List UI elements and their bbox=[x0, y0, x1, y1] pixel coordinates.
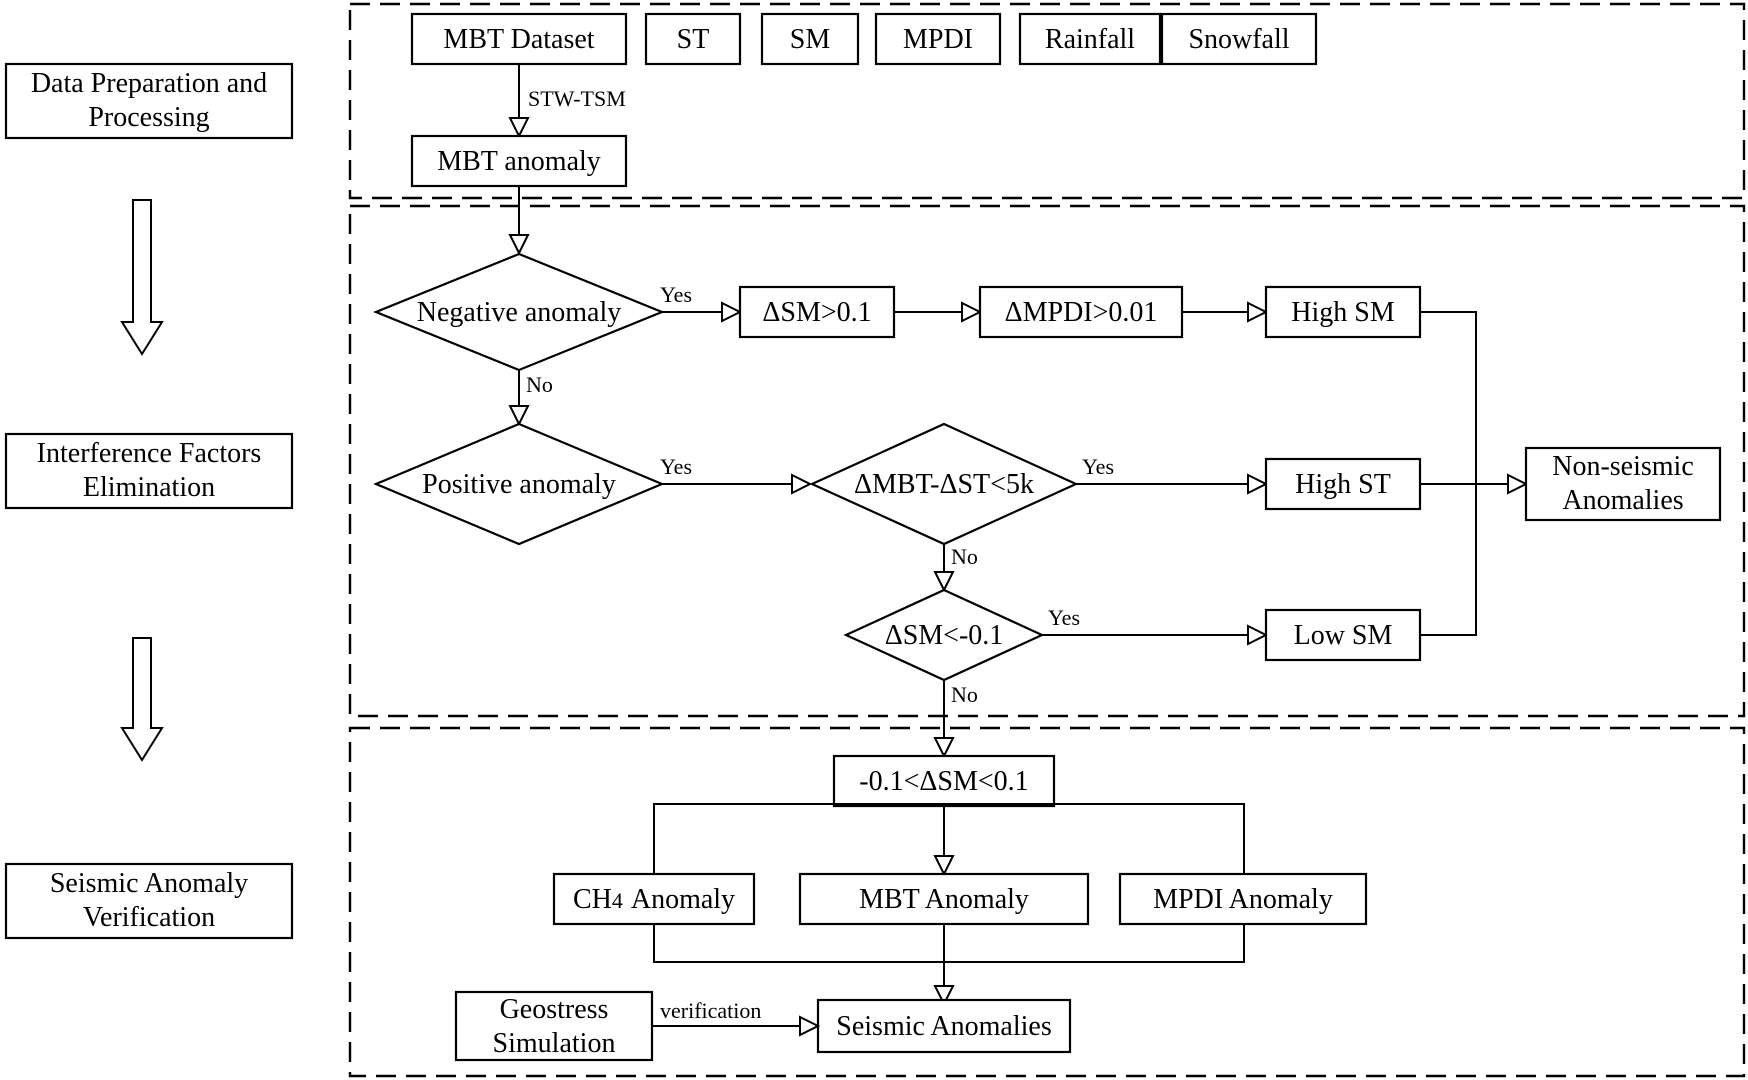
decision-mbt-st: ΔMBT-ΔST<5k bbox=[809, 422, 1079, 546]
panel-data-preparation bbox=[348, 2, 1746, 200]
edge-collector bbox=[1420, 311, 1477, 636]
arrowhead bbox=[933, 855, 955, 877]
input-mbt-dataset-label: MBT Dataset bbox=[443, 24, 594, 55]
arrowhead bbox=[933, 985, 955, 1007]
input-sm: SM bbox=[760, 12, 860, 66]
decision-positive-anomaly: Positive anomaly bbox=[373, 422, 665, 546]
source-mbt-anomaly-label: MBT Anomaly bbox=[859, 884, 1029, 915]
input-mpdi: MPDI bbox=[874, 12, 1002, 66]
arrowhead bbox=[1247, 624, 1269, 646]
source-mbt-anomaly: MBT Anomaly bbox=[798, 872, 1090, 926]
input-sm-label: SM bbox=[790, 24, 831, 55]
condition-sm-gt-label: ΔSM>0.1 bbox=[762, 297, 871, 328]
result-seismic-anomalies: Seismic Anomalies bbox=[816, 998, 1072, 1054]
label-no-mbtst: No bbox=[951, 544, 978, 569]
arrowhead bbox=[791, 473, 813, 495]
decision-sm-low-label: ΔSM<-0.1 bbox=[885, 620, 1004, 651]
label-line: Processing bbox=[88, 102, 209, 133]
arrowhead bbox=[721, 301, 743, 323]
decision-positive-anomaly-label: Positive anomaly bbox=[422, 469, 616, 500]
source-ch4-anomaly: CH4 Anomaly bbox=[552, 872, 756, 926]
label-yes-negative: Yes bbox=[660, 282, 692, 307]
decision-mbt-st-label: ΔMBT-ΔST<5k bbox=[854, 469, 1034, 500]
label-verification: verification bbox=[660, 998, 761, 1023]
label-line: Verification bbox=[83, 902, 215, 933]
decision-negative-anomaly: Negative anomaly bbox=[373, 252, 665, 372]
arrowhead bbox=[1247, 473, 1269, 495]
label-yes-positive: Yes bbox=[660, 454, 692, 479]
result-low-sm-label: Low SM bbox=[1294, 620, 1393, 651]
condition-sm-range: -0.1<ΔSM<0.1 bbox=[832, 754, 1056, 808]
label-line: Elimination bbox=[83, 472, 215, 503]
input-rainfall: Rainfall bbox=[1018, 12, 1162, 66]
input-mbt-dataset: MBT Dataset bbox=[410, 12, 628, 66]
method-label: STW-TSM bbox=[528, 86, 626, 111]
result-high-st: High ST bbox=[1264, 457, 1422, 511]
label-no-smlow: No bbox=[951, 682, 978, 707]
arrowhead bbox=[933, 737, 955, 759]
label-line: Anomalies bbox=[1562, 485, 1683, 516]
ch4-main: CH bbox=[573, 884, 612, 915]
arrowhead bbox=[508, 234, 530, 256]
panel-seismic-verification bbox=[348, 726, 1746, 1078]
label-line: Geostress bbox=[500, 994, 609, 1025]
result-low-sm: Low SM bbox=[1264, 608, 1422, 662]
arrowhead bbox=[1507, 473, 1529, 495]
label-line: Simulation bbox=[493, 1028, 616, 1059]
label-line: Data Preparation and bbox=[31, 68, 267, 99]
arrowhead bbox=[1247, 301, 1269, 323]
condition-sm-gt: ΔSM>0.1 bbox=[738, 285, 896, 339]
label-yes-smlow: Yes bbox=[1048, 605, 1080, 630]
edge-branch-top bbox=[653, 803, 1245, 874]
input-snowfall-label: Snowfall bbox=[1188, 24, 1289, 55]
arrowhead bbox=[799, 1015, 821, 1037]
mbt-anomaly-box: MBT anomaly bbox=[410, 134, 628, 188]
result-seismic-anomalies-label: Seismic Anomalies bbox=[836, 1011, 1051, 1042]
arrowhead bbox=[508, 405, 530, 427]
arrowhead bbox=[961, 301, 983, 323]
input-mpdi-label: MPDI bbox=[903, 24, 973, 55]
label-line: Interference Factors bbox=[37, 438, 262, 469]
label-yes-mbtst: Yes bbox=[1082, 454, 1114, 479]
label-no-negative: No bbox=[526, 372, 553, 397]
decision-negative-anomaly-label: Negative anomaly bbox=[417, 297, 621, 328]
condition-mpdi-gt: ΔMPDI>0.01 bbox=[978, 285, 1184, 339]
arrowhead bbox=[508, 117, 530, 139]
panel-interference-elimination bbox=[348, 204, 1746, 718]
input-st-label: ST bbox=[677, 24, 710, 55]
mbt-anomaly-label: MBT anomaly bbox=[437, 146, 601, 177]
source-mpdi-anomaly-label: MPDI Anomaly bbox=[1153, 884, 1333, 915]
condition-sm-range-label: -0.1<ΔSM<0.1 bbox=[859, 766, 1028, 797]
ch4-tail: Anomaly bbox=[631, 884, 735, 915]
ch4-subscript: 4 bbox=[612, 888, 623, 913]
result-high-st-label: High ST bbox=[1295, 469, 1391, 500]
edge-merge-bottom bbox=[653, 924, 1245, 963]
stage-arrow-2 bbox=[120, 637, 164, 762]
arrowhead bbox=[933, 571, 955, 593]
condition-mpdi-gt-label: ΔMPDI>0.01 bbox=[1005, 297, 1158, 328]
label-line: Non-seismic bbox=[1552, 451, 1694, 482]
decision-sm-low: ΔSM<-0.1 bbox=[843, 588, 1045, 682]
source-ch4-anomaly-label: CH4 Anomaly bbox=[573, 884, 735, 915]
input-st: ST bbox=[644, 12, 742, 66]
input-snowfall: Snowfall bbox=[1160, 12, 1318, 66]
result-high-sm-label: High SM bbox=[1291, 297, 1395, 328]
label-line: Seismic Anomaly bbox=[50, 868, 248, 899]
source-mpdi-anomaly: MPDI Anomaly bbox=[1118, 872, 1368, 926]
input-rainfall-label: Rainfall bbox=[1045, 24, 1135, 55]
result-high-sm: High SM bbox=[1264, 285, 1422, 339]
stage-arrow-1 bbox=[120, 199, 164, 356]
